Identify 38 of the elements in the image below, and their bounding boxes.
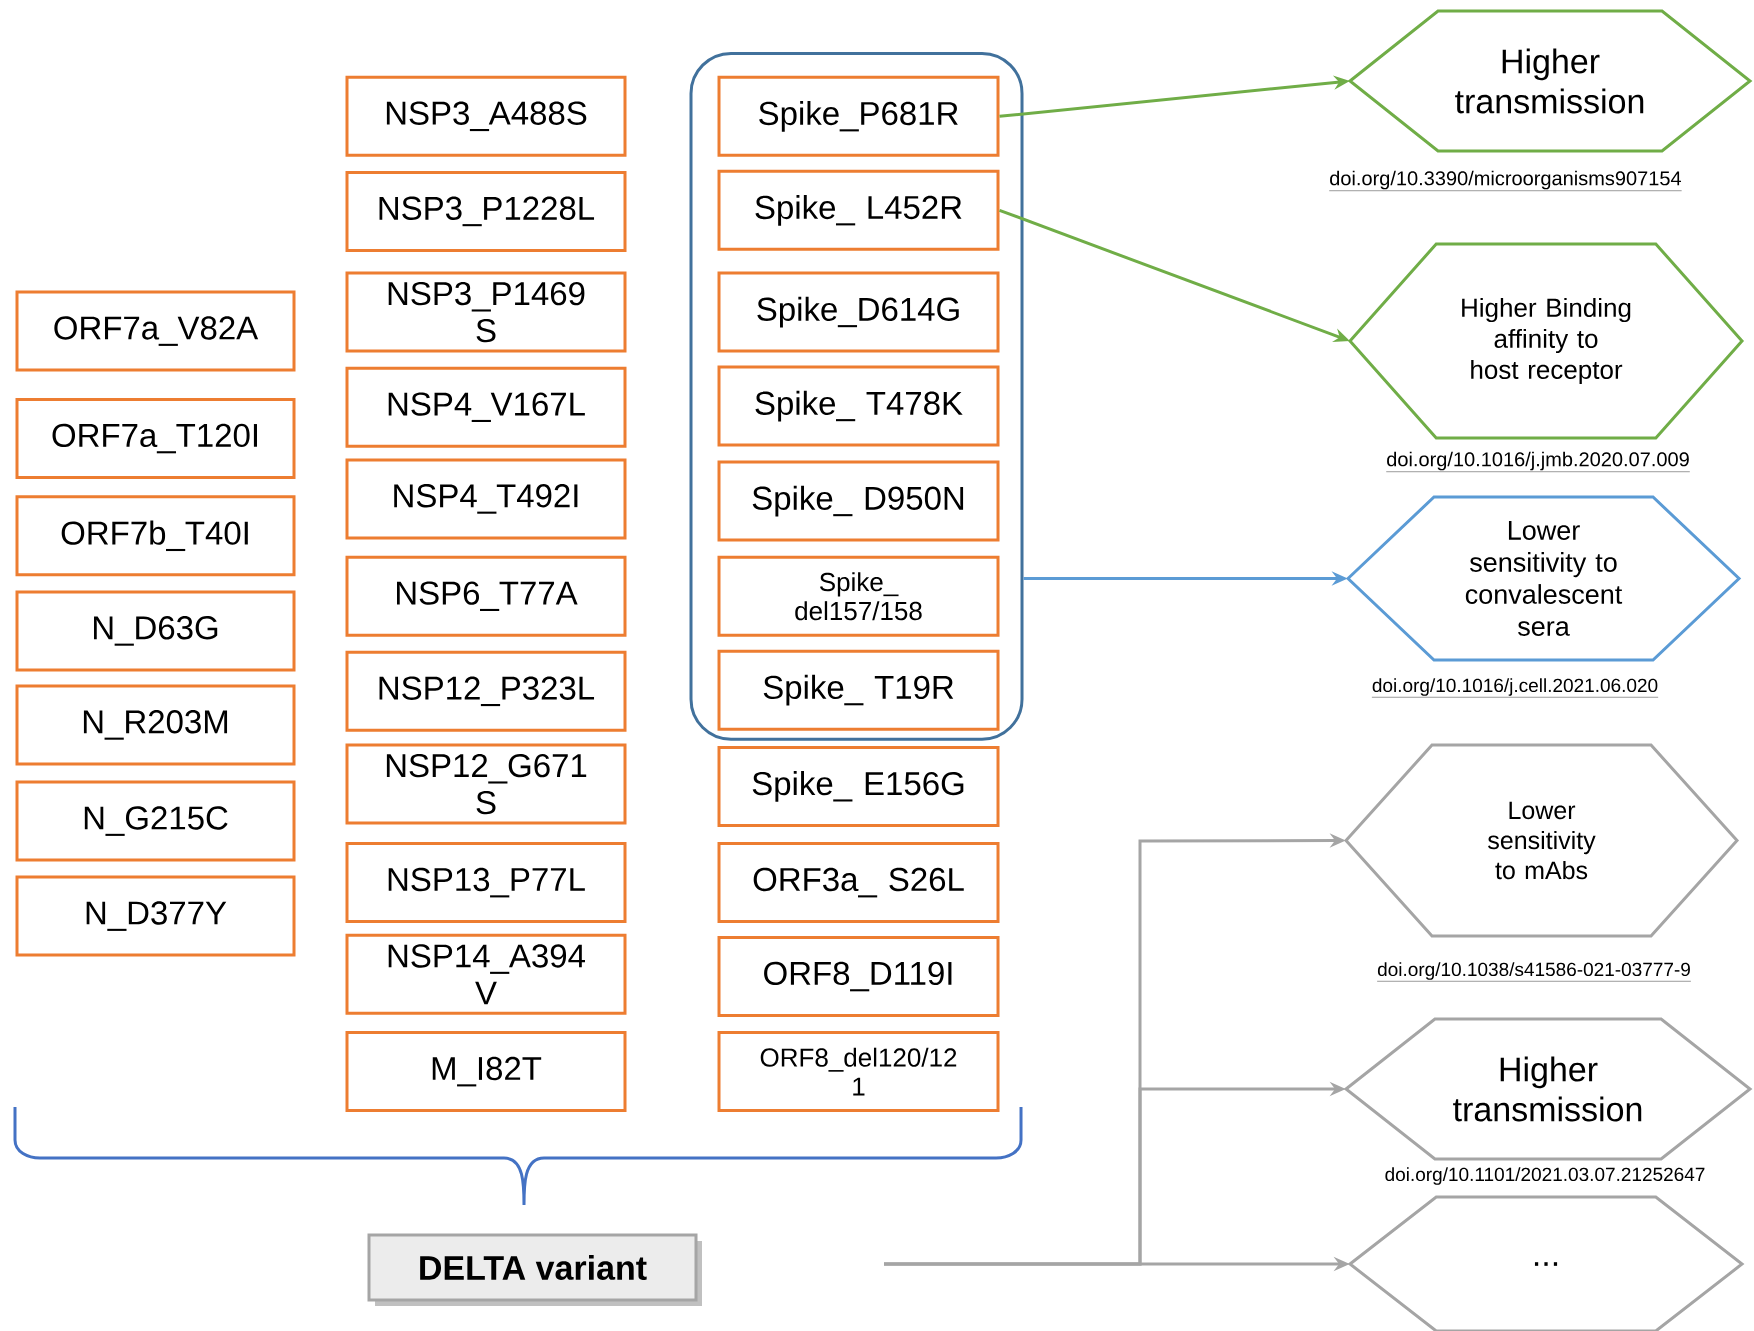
reference-link: doi.org/10.3390/microorganisms907154	[1329, 170, 1682, 191]
mutation-box: Spike_ del157/158	[717, 555, 1000, 637]
mutation-box: N_D377Y	[15, 875, 296, 957]
mutation-box: NSP3_A488S	[345, 75, 627, 157]
mutation-box: NSP4_V167L	[345, 366, 627, 448]
mutation-box: N_R203M	[15, 684, 296, 766]
mutation-box: ORF7b_T40I	[15, 495, 296, 577]
mutation-box: Spike_ E156G	[717, 745, 1000, 827]
mutation-box: Spike_ T19R	[717, 649, 1000, 731]
mutation-box: NSP3_P1228L	[345, 170, 627, 252]
hexagon: Higher Binding affinity to host receptor	[1348, 242, 1745, 440]
mutation-box: M_I82T	[345, 1031, 627, 1113]
mutation-box: NSP12_G671 S	[345, 743, 627, 825]
mutation-box: NSP13_P77L	[345, 842, 627, 924]
reference-link: doi.org/10.1016/j.jmb.2020.07.009	[1386, 451, 1690, 472]
hexagon: Lower sensitivity to mAbs	[1344, 743, 1740, 938]
mutation-box: ORF8_D119I	[717, 936, 1000, 1017]
mutation-box: NSP3_P1469 S	[345, 271, 627, 353]
mutation-box: NSP6_T77A	[345, 555, 627, 637]
reference-link: doi.org/10.1038/s41586-021-03777-9	[1376, 962, 1692, 982]
mutation-box: Spike_P681R	[717, 75, 1000, 157]
group-frame	[689, 51, 1024, 741]
reference-link: doi.org/10.1016/j.cell.2021.06.020	[1371, 678, 1659, 698]
mutation-box: ORF7a_T120I	[15, 398, 296, 479]
mutation-box: ORF7a_V82A	[15, 290, 296, 372]
mutation-box: Spike_ D950N	[717, 460, 1000, 542]
mutation-box: NSP4_T492I	[345, 458, 627, 540]
mutation-box: Spike_D614G	[717, 271, 1000, 353]
mutation-box: ORF3a_ S26L	[717, 842, 1000, 924]
variant-box: DELTA variant	[367, 1233, 702, 1306]
mutation-box: ORF8_del120/12 1	[717, 1031, 1000, 1113]
reference-link: doi.org/10.1101/2021.03.07.21252647	[1385, 1167, 1705, 1185]
mutation-box: NSP12_P323L	[345, 650, 627, 732]
mutation-box: Spike_ T478K	[717, 365, 1000, 447]
mutation-box: N_G215C	[15, 780, 296, 862]
mutation-box: N_D63G	[15, 590, 296, 672]
mutation-box: Spike_ L452R	[717, 169, 1000, 251]
mutation-box: NSP14_A394 V	[345, 933, 627, 1015]
